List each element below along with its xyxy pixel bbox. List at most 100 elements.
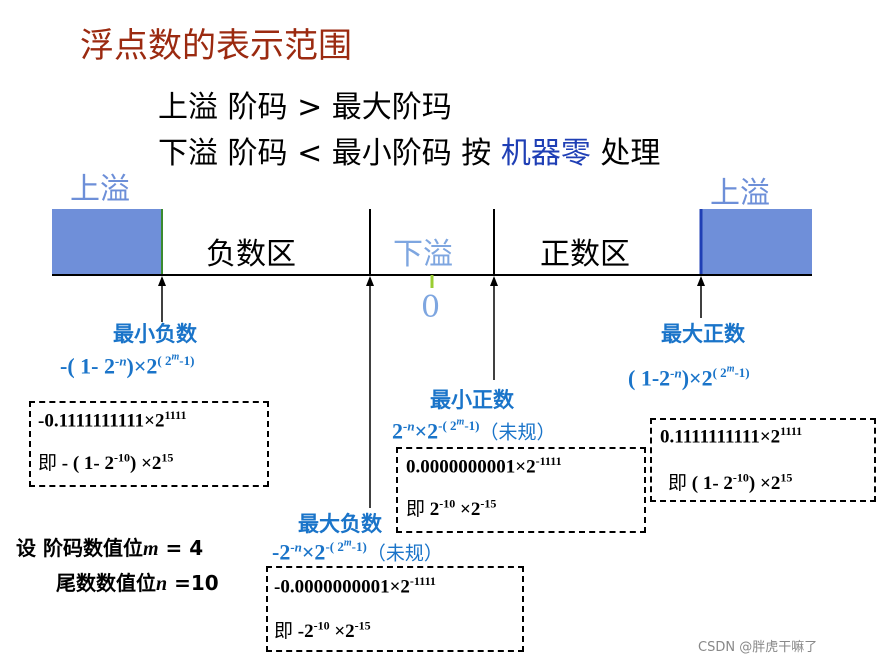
note-text: 设 阶码数值位: [16, 536, 143, 560]
formula-tail: （未规）: [366, 542, 443, 565]
max-positive-box-line2: 即 ( 1- 2-10) ×215: [668, 468, 792, 495]
max-positive-label: 最大正数: [661, 322, 745, 346]
box-exp: 1111: [164, 408, 187, 422]
formula-text: -( 1- 2: [60, 353, 115, 379]
box-text: -0.1111111111×2: [38, 410, 165, 432]
max-positive-formula: ( 1-2-n)×2( 2m-1): [628, 364, 750, 392]
box-exp: 15: [161, 450, 174, 465]
min-positive-label: 最小正数: [430, 388, 514, 412]
watermark: CSDN @胖虎干嘛了: [698, 640, 818, 655]
zero-label: 0: [421, 290, 441, 325]
box-exp: -10: [439, 496, 456, 511]
min-positive-box-line1: 0.0000000001×2-1111: [406, 454, 562, 478]
page-title: 浮点数的表示范围: [80, 26, 352, 66]
min-negative-box: [29, 401, 269, 487]
box-exp: -1111: [409, 574, 436, 588]
formula-text: ( 1-2: [628, 365, 671, 391]
box-text: 0.1111111111×2: [660, 426, 781, 448]
formula-exp: ( 2: [712, 365, 727, 381]
box-exp: -10: [313, 618, 330, 633]
note-var: n: [156, 573, 168, 595]
formula-exp: m: [343, 538, 352, 549]
min-positive-box: [396, 447, 646, 533]
note-exponent-bits: 设 阶码数值位m = 4: [16, 532, 203, 561]
formula-exp: -1): [351, 539, 367, 555]
min-positive-arrowhead: [490, 276, 498, 286]
box-text: ×2: [455, 499, 481, 520]
underflow-rule-text: 下溢 阶码 < 最小阶码 按: [158, 136, 501, 171]
positive-zone-label: 正数区: [540, 237, 630, 272]
box-text: 即: [668, 472, 688, 494]
box-text: 2: [425, 499, 440, 520]
box-text: ×2: [329, 621, 355, 642]
box-text: ) ×2: [130, 453, 162, 474]
formula-text: ×2: [414, 418, 439, 444]
max-negative-box-line1: -0.0000000001×2-1111: [274, 574, 436, 598]
formula-text: )×2: [681, 365, 713, 391]
box-text: 即: [406, 498, 426, 520]
formula-text: )×2: [126, 353, 158, 379]
box-exp: -15: [480, 496, 497, 511]
formula-text: ×2: [301, 539, 326, 565]
min-positive-box-line2: 即 2-10 ×2-15: [406, 494, 496, 521]
note-text: = 4: [158, 536, 204, 560]
box-text: 即: [38, 452, 58, 474]
box-exp: -10: [732, 470, 749, 485]
formula-exp: -( 2: [325, 539, 344, 555]
min-positive-formula: 2-n×2-( 2m-1)（未规）: [392, 417, 556, 445]
formula-exp: -n: [290, 539, 302, 555]
box-text: ( 1- 2: [687, 473, 733, 494]
underflow-rule-suffix: 处理: [590, 136, 661, 171]
formula-exp: -( 2: [438, 418, 457, 434]
max-negative-arrowhead: [366, 276, 374, 286]
max-positive-box: [650, 418, 876, 502]
formula-exp: -1): [179, 353, 195, 369]
min-negative-label: 最小负数: [113, 322, 197, 346]
note-text: 尾数数值位: [56, 571, 156, 595]
note-text: =10: [167, 571, 219, 595]
formula-tail: （未规）: [479, 421, 556, 444]
max-negative-formula: -2-n×2-( 2m-1)（未规）: [272, 538, 443, 566]
formula-exp: m: [726, 364, 735, 375]
formula-text: 2: [392, 418, 403, 444]
overflow-right-block: [702, 209, 812, 275]
box-exp: 15: [780, 470, 793, 485]
formula-exp: -1): [734, 365, 750, 381]
machine-zero-highlight: 机器零: [500, 136, 591, 171]
note-var: m: [142, 538, 159, 560]
box-text: 即: [274, 620, 294, 642]
box-exp: -1111: [535, 454, 562, 468]
box-text: -2: [293, 621, 314, 642]
box-exp: -15: [354, 618, 371, 633]
formula-exp: m: [456, 417, 465, 428]
max-positive-arrowhead: [697, 276, 705, 286]
negative-zone-label: 负数区: [206, 237, 296, 272]
box-text: - ( 1- 2: [57, 453, 114, 474]
max-negative-label: 最大负数: [298, 512, 382, 536]
underflow-zone-label: 下溢: [393, 237, 453, 272]
box-exp: -10: [114, 450, 130, 465]
formula-exp: m: [171, 352, 180, 363]
note-mantissa-bits: 尾数数值位n =10: [56, 567, 219, 596]
min-negative-box-line2: 即 - ( 1- 2-10) ×215: [38, 448, 173, 475]
max-negative-box-line2: 即 -2-10 ×2-15: [274, 616, 371, 643]
formula-exp: -n: [670, 365, 682, 381]
min-negative-arrowhead: [158, 276, 166, 286]
formula-exp: -n: [114, 353, 127, 369]
min-negative-formula: -( 1- 2-n)×2( 2m-1): [60, 352, 194, 380]
overflow-right-label: 上溢: [710, 176, 770, 211]
max-positive-box-line1: 0.1111111111×21111: [660, 424, 802, 448]
overflow-left-label: 上溢: [70, 172, 130, 207]
underflow-rule: 下溢 阶码 < 最小阶码 按 机器零 处理: [158, 128, 660, 172]
box-text: ) ×2: [748, 473, 781, 494]
box-text: 0.0000000001×2: [406, 456, 536, 478]
box-exp: 1111: [780, 424, 803, 438]
min-negative-box-line1: -0.1111111111×21111: [38, 408, 186, 432]
formula-exp: ( 2: [157, 353, 172, 369]
formula-text: -2: [272, 539, 291, 565]
overflow-rule: 上溢 阶码 > 最大阶玛: [158, 90, 452, 125]
box-text: -0.0000000001×2: [274, 576, 410, 598]
formula-exp: -1): [464, 418, 480, 434]
overflow-left-block: [52, 209, 162, 275]
